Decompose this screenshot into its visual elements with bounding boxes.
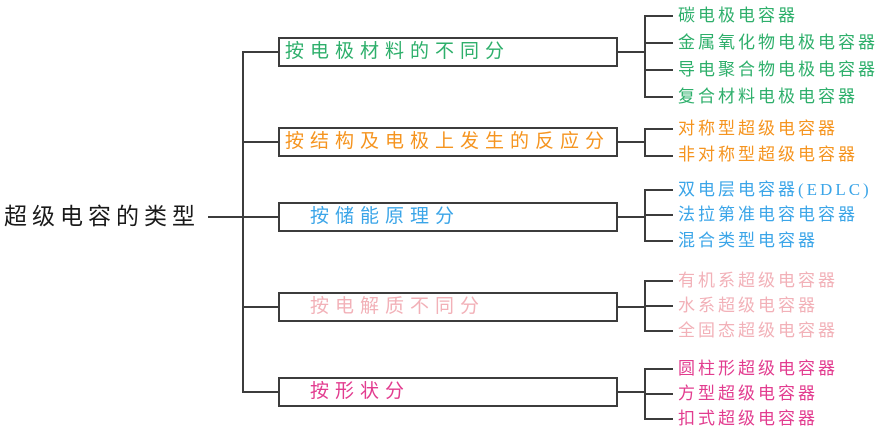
- leaf-label: 法拉第准电容电容器: [678, 205, 858, 224]
- leaf-label: 双电层电容器(EDLC): [678, 180, 872, 199]
- leaf-stub: [644, 280, 673, 282]
- leaf-stub: [644, 42, 673, 44]
- leaf-label: 导电聚合物电极电容器: [678, 60, 878, 79]
- branch-1-left-connector: [244, 51, 278, 53]
- branch-box-structure-reaction: 按结构及电极上发生的反应分: [278, 127, 618, 157]
- leaf-label: 方型超级电容器: [678, 384, 818, 403]
- leaf-stub: [644, 15, 673, 17]
- branch-label: 按结构及电极上发生的反应分: [285, 131, 611, 152]
- leaf-stub: [644, 368, 673, 370]
- leaf-label: 对称型超级电容器: [678, 119, 838, 138]
- branch-box-electrode-material: 按电极材料的不同分: [278, 37, 618, 67]
- leaf-stub: [644, 155, 673, 157]
- leaf-label: 扣式超级电容器: [678, 409, 818, 428]
- leaf-stub: [644, 240, 673, 242]
- leaf-stub: [644, 330, 673, 332]
- leaf-stub: [644, 96, 673, 98]
- branch-label: 按电极材料的不同分: [285, 41, 511, 62]
- branch-box-electrolyte: 按电解质不同分: [278, 292, 618, 322]
- branch-5-right-connector: [618, 391, 644, 393]
- branch-4-right-connector: [618, 306, 644, 308]
- leaf-label: 水系超级电容器: [678, 296, 818, 315]
- branch-box-energy-storage-principle: 按储能原理分: [278, 202, 618, 232]
- leaf-stub: [644, 214, 673, 216]
- root-label: 超级电容的类型: [4, 204, 200, 229]
- branch-box-shape: 按形状分: [278, 377, 618, 407]
- leaf-label: 碳电极电容器: [678, 6, 798, 25]
- leaf-stub: [644, 393, 673, 395]
- leaf-label: 有机系超级电容器: [678, 271, 838, 290]
- trunk-line: [242, 51, 244, 393]
- branch-label: 按储能原理分: [310, 206, 461, 227]
- leaf-label: 全固态超级电容器: [678, 321, 838, 340]
- leaf-label: 非对称型超级电容器: [678, 145, 858, 164]
- branch-3-right-connector: [618, 216, 644, 218]
- branch-2-right-connector: [618, 141, 644, 143]
- leaf-label: 圆柱形超级电容器: [678, 359, 838, 378]
- leaf-spine-1: [644, 15, 646, 98]
- branch-4-left-connector: [244, 306, 278, 308]
- branch-label: 按电解质不同分: [310, 296, 486, 317]
- branch-1-right-connector: [618, 51, 644, 53]
- leaf-label: 复合材料电极电容器: [678, 87, 858, 106]
- leaf-spine-2: [644, 128, 646, 157]
- leaf-stub: [644, 305, 673, 307]
- leaf-stub: [644, 418, 673, 420]
- branch-5-left-connector: [244, 391, 278, 393]
- leaf-stub: [644, 69, 673, 71]
- leaf-label: 金属氧化物电极电容器: [678, 33, 878, 52]
- leaf-label: 混合类型电容器: [678, 231, 818, 250]
- branch-2-left-connector: [244, 141, 278, 143]
- leaf-stub: [644, 189, 673, 191]
- branch-label: 按形状分: [310, 381, 411, 402]
- leaf-stub: [644, 128, 673, 130]
